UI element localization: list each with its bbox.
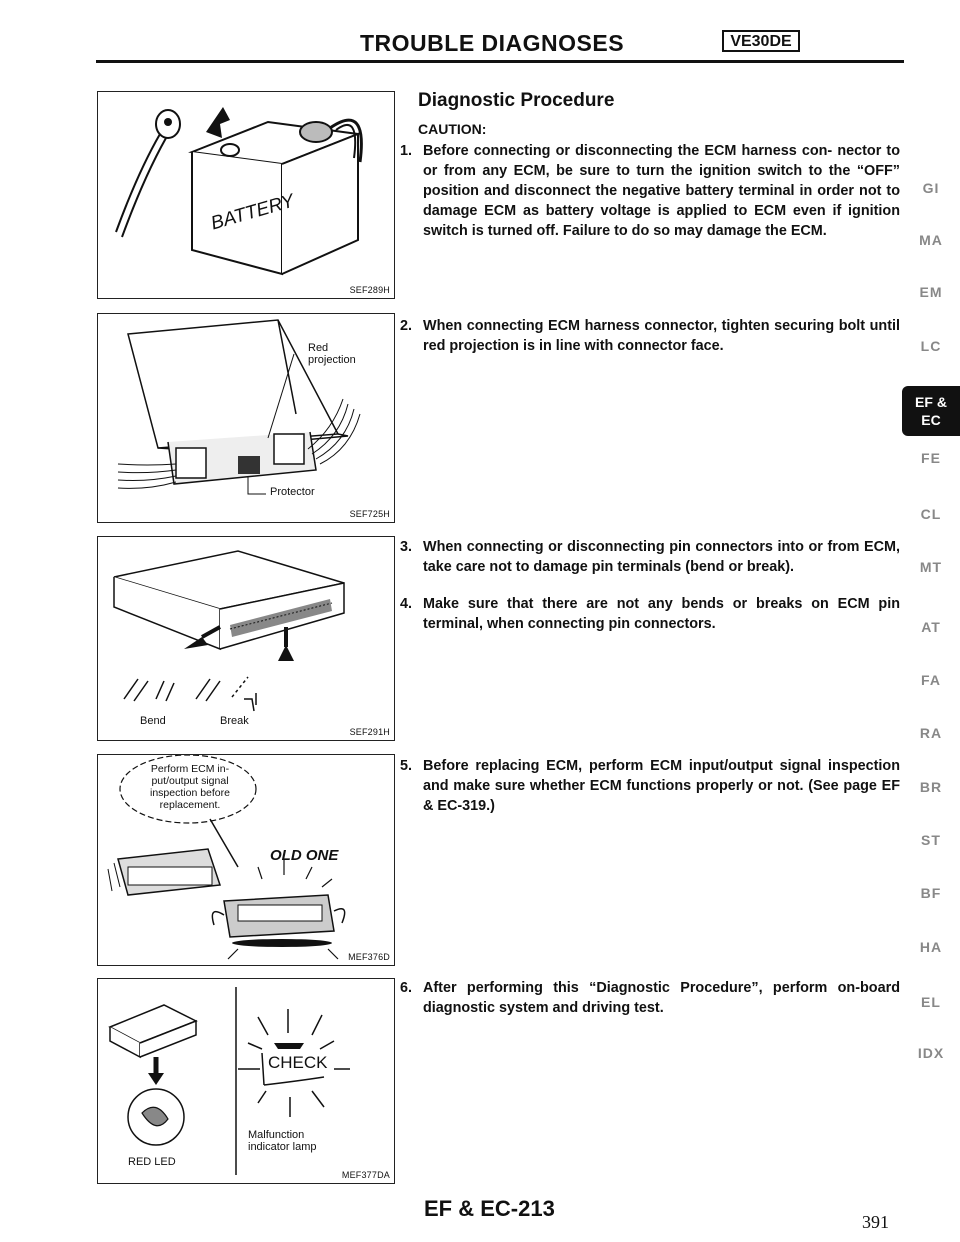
step-number: 3. [400,539,413,555]
step-text: Make sure that there are not any bends o… [423,596,900,632]
header-rule [96,60,904,63]
engine-code-badge: VE30DE [722,30,800,52]
pin-terminal-illustration [113,550,345,712]
side-index-ma[interactable]: MA [919,232,943,248]
footer-section-code: EF & EC-213 [424,1196,555,1221]
side-index-at[interactable]: AT [921,619,941,635]
side-index-st[interactable]: ST [921,832,941,848]
figure-code: SEF725H [349,509,390,519]
side-index-gi[interactable]: GI [922,180,940,196]
side-index-fa[interactable]: FA [921,672,941,688]
side-index-ra[interactable]: RA [919,725,943,741]
label-protector: Protector [270,486,315,498]
battery-illustration [115,107,363,276]
step-text: After performing this “Diagnostic Proced… [423,980,900,1016]
figure-code: SEF289H [349,285,390,295]
side-index-ef-ec-active[interactable]: EF & EC [902,386,960,436]
step-item: 5. Before replacing ECM, perform ECM inp… [400,756,900,816]
ecm-replacement-illustration [107,755,346,960]
label-old-one: OLD ONE [270,847,339,864]
step-text: When connecting ECM harness connector, t… [423,318,900,354]
figure-ecm-replacement: Perform ECM in- put/output signal inspec… [97,754,395,966]
speech-bubble-text: Perform ECM in- put/output signal inspec… [150,763,230,811]
step-number: 2. [400,318,413,334]
side-index-lc[interactable]: LC [920,338,942,354]
ecm-connector-illustration [117,319,361,495]
step-item: 2. When connecting ECM harness connector… [400,316,900,356]
label-malfunction-indicator-lamp: Malfunction indicator lamp [248,1129,317,1153]
figure-pin-terminals: Bend Break SEF291H [97,536,395,741]
page-header-title: TROUBLE DIAGNOSES [360,30,625,56]
step-number: 6. [400,980,413,996]
side-index-bf[interactable]: BF [920,885,942,901]
side-index-em[interactable]: EM [919,284,943,300]
step-number: 5. [400,758,413,774]
figure-code: MEF377DA [341,1170,390,1180]
side-index-mt[interactable]: MT [919,559,943,575]
side-index-cl[interactable]: CL [920,506,942,522]
figure-code: SEF291H [349,727,390,737]
step-text: Before connecting or disconnecting the E… [423,143,900,239]
step-item: 1. Before connecting or disconnecting th… [400,141,900,261]
label-red-projection: Red projection [308,342,356,366]
section-title: Diagnostic Procedure [418,90,615,111]
figure-ecm-connector: Red projection Protector SEF725H [97,313,395,523]
step-number: 4. [400,596,413,612]
step-number: 1. [400,143,413,159]
side-index-br[interactable]: BR [919,779,943,795]
side-index-fe[interactable]: FE [921,450,941,466]
side-index-idx[interactable]: IDX [917,1045,945,1061]
check-lamp-illustration [108,987,350,1175]
label-bend: Bend [140,715,166,727]
page-number: 391 [862,1212,889,1232]
label-break: Break [220,715,249,727]
side-index-ha[interactable]: HA [919,939,943,955]
step-item: 4. Make sure that there are not any bend… [400,594,900,634]
step-item: 3. When connecting or disconnecting pin … [400,537,900,597]
figure-check-lamp: CHECK RED LED Malfunction indicator lamp… [97,978,395,1184]
caution-label: CAUTION: [418,121,487,137]
step-text: Before replacing ECM, perform ECM input/… [423,758,900,814]
label-red-led: RED LED [128,1156,176,1168]
figure-code: MEF376D [348,952,390,962]
label-check: CHECK [268,1053,328,1072]
step-item: 6. After performing this “Diagnostic Pro… [400,978,900,1018]
step-text: When connecting or disconnecting pin con… [423,539,900,575]
side-index-el[interactable]: EL [921,994,941,1010]
figure-battery: BATTERY SEF289H [97,91,395,299]
